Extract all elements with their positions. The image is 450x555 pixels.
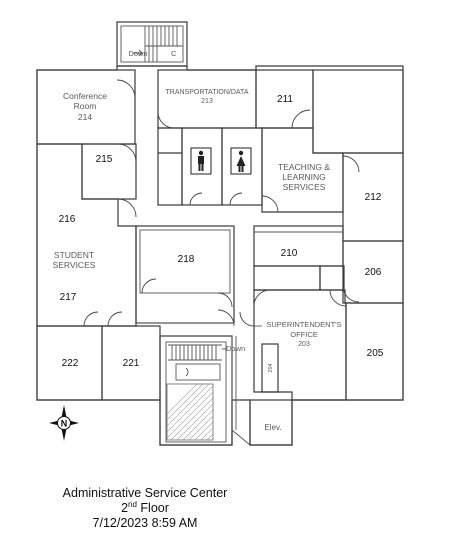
elevator: Elev. <box>249 399 293 446</box>
room-211-number: 211 <box>277 94 293 105</box>
teaching-label-2: LEARNING <box>282 172 325 182</box>
room-212: 212 <box>342 152 404 242</box>
caption-building-name: Administrative Service Center <box>62 486 228 500</box>
room-student-services: 216 STUDENT SERVICES 217 <box>36 143 137 327</box>
transportation-label: TRANSPORTATION/DATA <box>166 89 249 96</box>
student-label-1: STUDENT <box>54 250 94 260</box>
caption-floor-suffix: nd <box>128 499 137 509</box>
bottom-stairwell: Down <box>159 335 245 446</box>
room-218: 218 <box>135 225 235 324</box>
room-213-transportation: TRANSPORTATION/DATA 213 <box>157 69 257 129</box>
room-203-superintendent: SUPERINTENDENT'S OFFICE 203 <box>253 289 347 401</box>
women-restroom-icon <box>230 147 252 175</box>
north-arrow-icon: N <box>49 405 79 441</box>
room-205-number: 205 <box>367 348 384 359</box>
compass-label: N <box>61 419 68 429</box>
superintendent-number: 203 <box>298 341 310 348</box>
student-label-2: SERVICES <box>53 260 96 270</box>
room-210-number: 210 <box>281 248 298 259</box>
room-211: 211 <box>255 69 314 129</box>
restrooms <box>157 127 263 206</box>
men-restroom-icon <box>190 147 212 175</box>
room-214-conference: Conference Room 214 <box>36 69 136 145</box>
teaching-label-1: TEACHING & <box>278 162 330 172</box>
room-222: 222 <box>36 325 103 401</box>
stair-top-label: Down <box>128 49 147 58</box>
room-204-number: 204 <box>268 363 274 372</box>
room-221: 221 <box>101 325 161 401</box>
room-218-number: 218 <box>178 254 195 265</box>
room-217-number: 217 <box>60 292 77 303</box>
stair-top-arrow: C <box>171 49 177 58</box>
hatched-landing <box>166 383 214 441</box>
caption-floor: 2nd Floor <box>0 499 290 516</box>
conference-label-2: Room <box>74 101 97 111</box>
room-215: 215 <box>81 143 137 200</box>
transportation-number: 213 <box>201 98 213 105</box>
caption-floor-word: Floor <box>136 501 169 515</box>
caption-timestamp: 7/12/2023 8:59 AM <box>92 516 198 530</box>
room-221-number: 221 <box>123 358 140 369</box>
room-205: 205 <box>345 302 404 401</box>
conference-number: 214 <box>78 112 92 122</box>
room-top-right <box>312 69 404 154</box>
room-teaching-learning: TEACHING & LEARNING SERVICES <box>261 127 360 213</box>
superintendent-label-1: SUPERINTENDENT'S <box>266 320 341 329</box>
room-206: 206 <box>342 240 404 304</box>
conference-label-1: Conference <box>63 91 107 101</box>
superintendent-label-2: OFFICE <box>290 330 318 339</box>
caption-floor-number: 2 <box>121 501 129 515</box>
teaching-label-3: SERVICES <box>283 182 326 192</box>
room-storage <box>253 265 321 291</box>
room-215-number: 215 <box>96 154 113 165</box>
room-210: 210 <box>253 225 344 267</box>
room-206-number: 206 <box>365 267 382 278</box>
top-stairwell: Down C <box>116 21 188 67</box>
room-222-number: 222 <box>62 358 79 369</box>
room-204: 204 <box>261 343 279 393</box>
corridor-walls <box>136 309 262 446</box>
elevator-label: Elev. <box>264 423 281 432</box>
room-216-number: 216 <box>59 214 76 225</box>
room-212-number: 212 <box>365 192 382 203</box>
room-closet <box>319 265 345 291</box>
